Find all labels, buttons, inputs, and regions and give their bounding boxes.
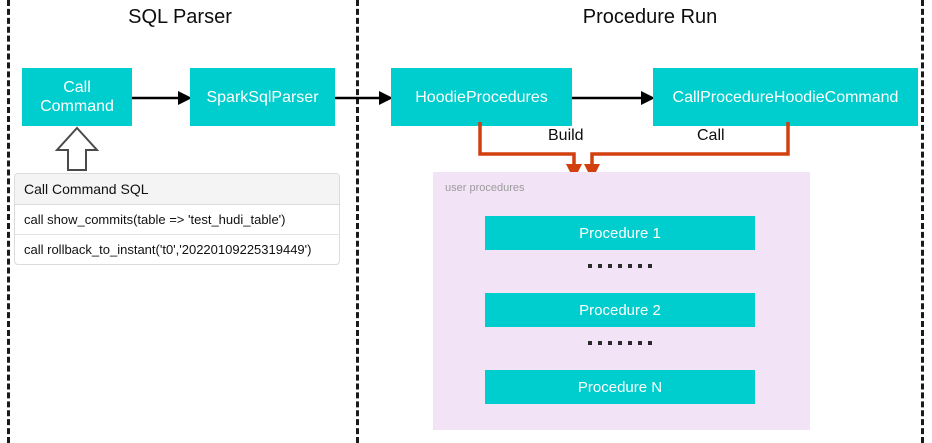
node-call-command-line1: Call bbox=[63, 79, 91, 96]
dot bbox=[598, 264, 602, 268]
sql-table-row: call rollback_to_instant('t0','202201092… bbox=[24, 242, 312, 257]
section-divider-left bbox=[7, 0, 10, 443]
section-title-procedure-run: Procedure Run bbox=[582, 6, 718, 28]
dot bbox=[598, 341, 602, 345]
dot bbox=[638, 341, 642, 345]
dot bbox=[628, 341, 632, 345]
arrow-spark-sql-parser-to-hoodie-procedures bbox=[335, 91, 393, 105]
arrow-call-command-to-spark-sql-parser bbox=[132, 91, 192, 105]
section-divider-right bbox=[921, 0, 924, 443]
block-arrow-sql-to-call-command bbox=[54, 126, 100, 171]
sql-table-row: call show_commits(table => 'test_hudi_ta… bbox=[15, 205, 339, 235]
node-call-command-line2: Command bbox=[40, 98, 114, 115]
dot bbox=[638, 264, 642, 268]
dot bbox=[608, 264, 612, 268]
edge-label-build: Build bbox=[548, 127, 584, 144]
dot bbox=[618, 264, 622, 268]
dot bbox=[608, 341, 612, 345]
dot bbox=[588, 341, 592, 345]
user-procedures-panel: user procedures Procedure 1 Procedure 2 … bbox=[433, 172, 810, 430]
user-procedures-label: user procedures bbox=[445, 182, 525, 194]
ellipsis-dots bbox=[485, 261, 755, 271]
arrow-hoodie-procedures-to-call-procedure-hoodie-command bbox=[572, 91, 655, 105]
ellipsis-dots bbox=[485, 338, 755, 348]
section-divider-middle bbox=[356, 0, 359, 443]
node-call-command[interactable]: Call Command bbox=[22, 68, 132, 126]
call-command-sql-table: Call Command SQL call show_commits(table… bbox=[14, 173, 340, 265]
dot bbox=[618, 341, 622, 345]
node-spark-sql-parser[interactable]: SparkSqlParser bbox=[190, 68, 335, 126]
dot bbox=[628, 264, 632, 268]
node-hoodie-procedures[interactable]: HoodieProcedures bbox=[391, 68, 572, 126]
procedure-item[interactable]: Procedure 1 bbox=[485, 216, 755, 250]
edge-label-call: Call bbox=[697, 127, 725, 144]
dot bbox=[648, 264, 652, 268]
section-title-sql-parser: SQL Parser bbox=[128, 6, 232, 28]
procedure-item[interactable]: Procedure N bbox=[485, 370, 755, 404]
sql-table-header: Call Command SQL bbox=[15, 174, 339, 205]
dot bbox=[648, 341, 652, 345]
node-call-procedure-hoodie-command[interactable]: CallProcedureHoodieCommand bbox=[653, 68, 918, 126]
procedure-item[interactable]: Procedure 2 bbox=[485, 293, 755, 327]
dot bbox=[588, 264, 592, 268]
